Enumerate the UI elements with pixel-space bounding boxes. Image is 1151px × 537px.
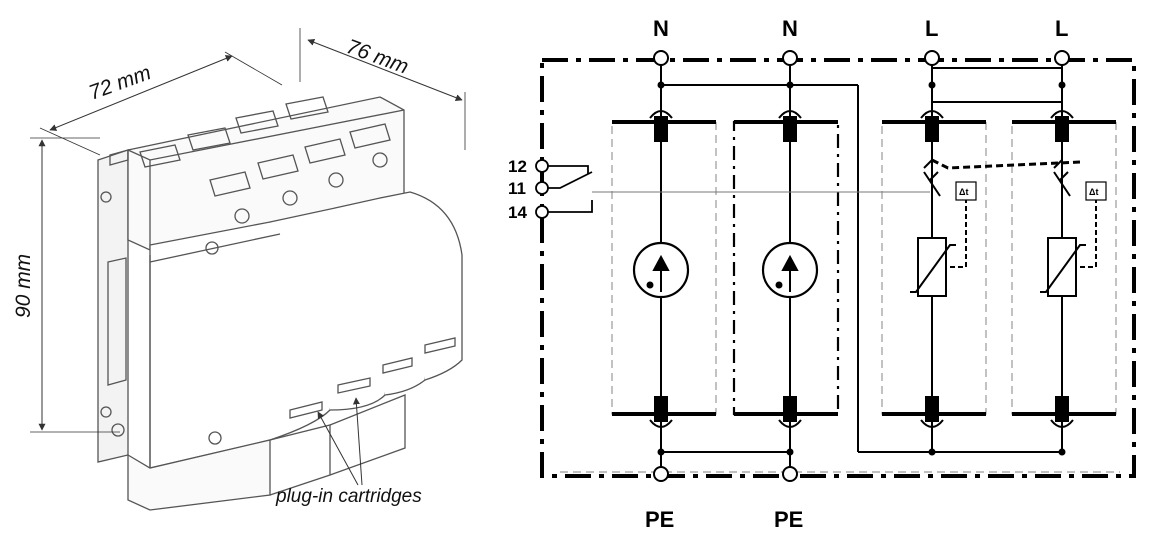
dimension-width-label: 72 mm [86, 61, 154, 105]
dim-line-width [49, 55, 233, 131]
varistor-2 [1040, 200, 1097, 297]
terminal-label-l1: L [925, 16, 938, 41]
dim-line-depth [307, 39, 463, 101]
pin-14-label: 14 [508, 203, 527, 222]
remote-contact [535, 159, 930, 219]
dimension-lines [30, 28, 466, 486]
enclosure-outline [540, 58, 1136, 478]
delta-t-box-1: Δt [955, 181, 977, 201]
device-drawing [97, 96, 463, 511]
contact-blocks [654, 116, 1069, 422]
spark-gap-2 [761, 241, 819, 299]
terminal-label-n2: N [782, 16, 798, 41]
varistor-1 [910, 200, 967, 297]
pin-12-label: 12 [508, 157, 527, 176]
dimension-height-label: 90 mm [12, 254, 35, 318]
dimension-depth-label: 76 mm [343, 35, 411, 79]
top-terminal-circles [653, 50, 1070, 482]
spark-gap-1 [632, 241, 690, 299]
thermal-link-dashed [931, 158, 1081, 170]
terminal-label-pe2: PE [774, 507, 803, 532]
cartridges-annotation: plug-in cartridges [275, 486, 422, 507]
terminal-label-n1: N [653, 16, 669, 41]
svg-text:Δt: Δt [959, 187, 968, 197]
terminal-label-pe1: PE [645, 507, 674, 532]
svg-text:Δt: Δt [1089, 187, 1098, 197]
schematic: Δt Δt 12 11 14 [508, 16, 1136, 532]
cartridge-4 [379, 191, 463, 381]
delta-t-box-2: Δt [1085, 181, 1107, 201]
terminal-label-l2: L [1055, 16, 1068, 41]
pin-11-label: 11 [508, 179, 526, 198]
